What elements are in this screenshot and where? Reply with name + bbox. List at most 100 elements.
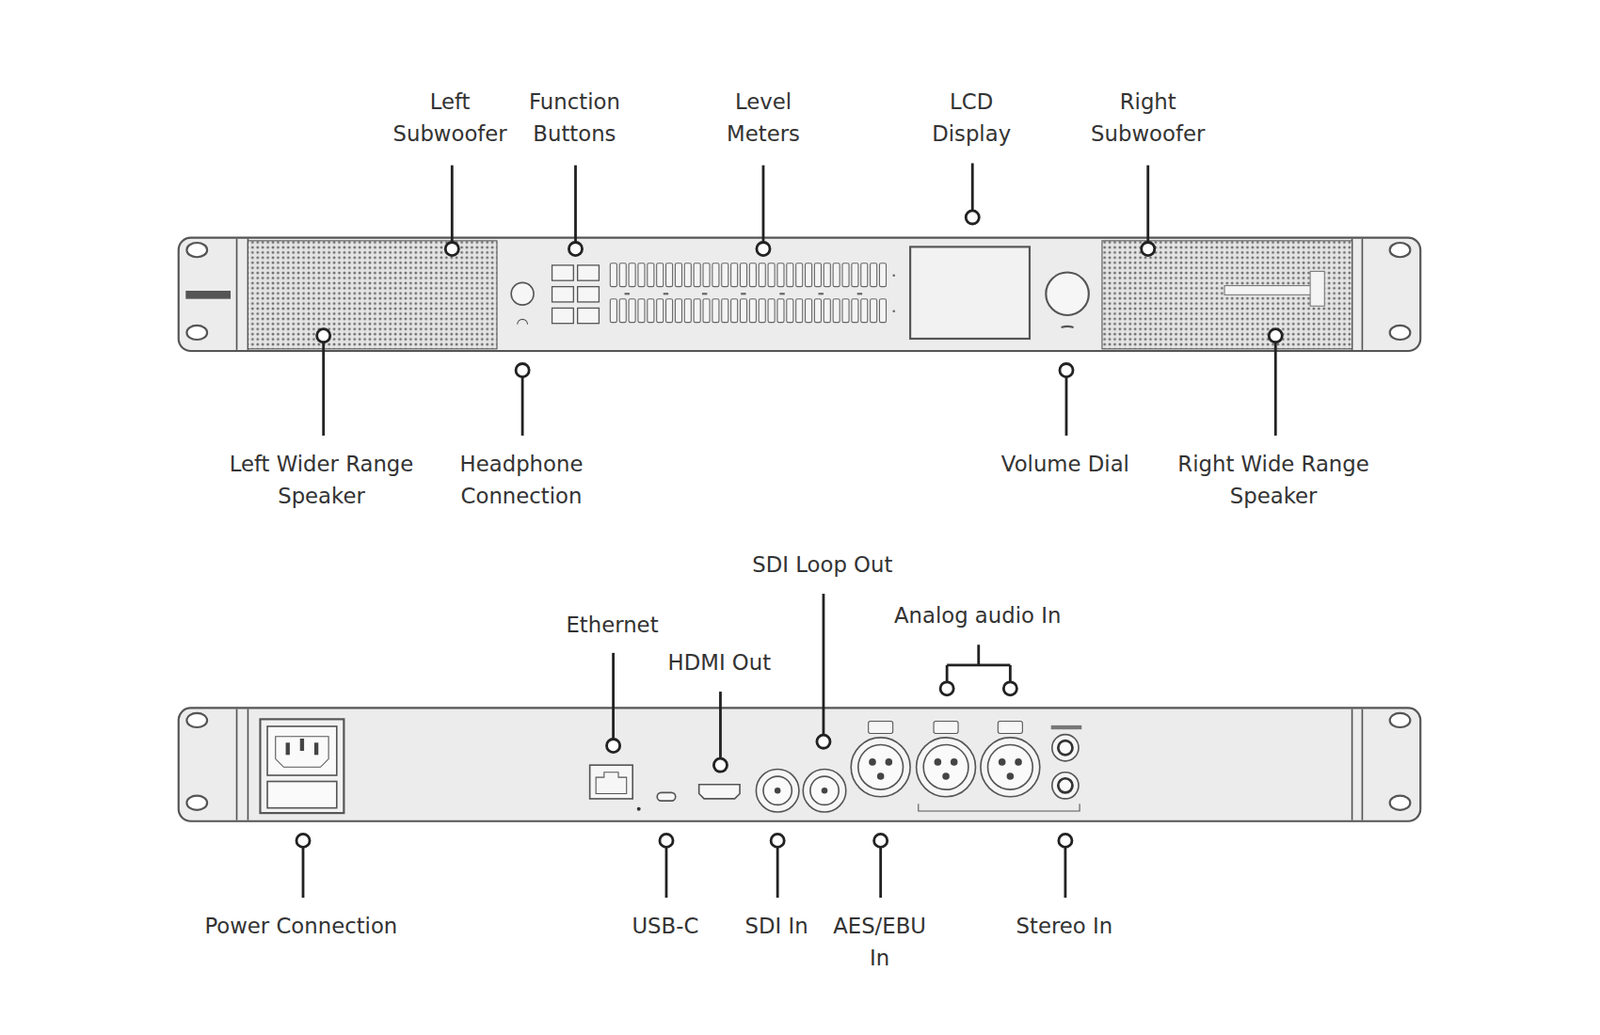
- meter-segment: [851, 263, 859, 288]
- leader-dot: [568, 241, 582, 256]
- meter-segment: [739, 299, 747, 323]
- part-label: Volume Dial: [1001, 448, 1130, 481]
- leader-line: [879, 840, 882, 898]
- leader-dot: [659, 833, 673, 848]
- rack-chassis: [178, 707, 1421, 821]
- leader-dot: [770, 833, 784, 848]
- meter-segment: [832, 263, 840, 288]
- meter-segment: [619, 263, 626, 288]
- meter-segment: [656, 299, 664, 323]
- meter-segment: [879, 263, 886, 288]
- leader-line: [574, 165, 577, 250]
- meter-segment: [703, 263, 710, 288]
- usb-c-port: [656, 792, 676, 801]
- part-label: Level Meters: [712, 86, 815, 150]
- part-label: Analog audio In: [894, 601, 1061, 634]
- lcd-screen: [910, 246, 1030, 339]
- leader-dot: [445, 241, 459, 256]
- leader-dot: [1268, 329, 1282, 343]
- meter-segment: [823, 263, 831, 288]
- leader-dot: [1059, 364, 1073, 378]
- meter-segment: [768, 299, 775, 323]
- meter-segment: [832, 299, 840, 323]
- grille: [1102, 240, 1353, 350]
- part-label: HDMI Out: [668, 647, 772, 680]
- meter-segment: [758, 263, 766, 288]
- power-inlet: [259, 719, 344, 814]
- meter-segment: [666, 299, 673, 323]
- meter-segment: [638, 263, 645, 288]
- leader-line: [976, 644, 980, 666]
- part-label: SDI Loop Out: [752, 549, 893, 582]
- meter-segment: [647, 299, 655, 323]
- part-label: Right Wide Range Speaker: [1168, 448, 1378, 512]
- leader-line: [762, 165, 766, 250]
- meter-segment: [861, 263, 868, 288]
- meter-segment: [712, 299, 720, 323]
- meter-segment: [870, 299, 878, 323]
- ethernet-port: [590, 765, 634, 800]
- leader-line: [719, 691, 722, 766]
- part-label: SDI In: [745, 911, 809, 944]
- leader-line: [1063, 840, 1067, 898]
- leader-line: [946, 663, 1010, 667]
- meter-segment: [805, 299, 813, 323]
- meter-segment: [703, 299, 710, 323]
- xlr-connector: [916, 721, 976, 798]
- leader-dot: [940, 682, 954, 696]
- meter-segment: [693, 263, 701, 288]
- leader-line: [611, 653, 615, 747]
- part-label: Power Connection: [204, 911, 398, 944]
- meter-segment: [693, 299, 701, 323]
- meter-segment: [749, 299, 756, 323]
- part-label: Headphone Connection: [447, 448, 595, 512]
- meter-segment: [619, 299, 626, 323]
- meter-segment: [721, 263, 729, 288]
- leader-dot: [816, 735, 831, 749]
- meter-segment: [786, 299, 794, 323]
- function-button: [552, 287, 575, 303]
- meter-segment: [674, 299, 682, 323]
- leader-dot: [1003, 682, 1017, 696]
- part-label: Stereo In: [1016, 911, 1114, 944]
- meter-segment: [731, 263, 738, 288]
- meter-segment: [666, 263, 673, 288]
- bnc-connector: [802, 768, 847, 813]
- part-label: USB-C: [631, 911, 699, 944]
- hdmi-port: [699, 784, 740, 800]
- meter-segment: [731, 299, 738, 323]
- meter-segment: [814, 299, 821, 323]
- bnc-connector: [755, 768, 800, 813]
- leader-line: [776, 840, 780, 898]
- leader-line: [1065, 370, 1069, 436]
- leader-line: [665, 840, 669, 898]
- meter-segment: [796, 263, 803, 288]
- leader-dot: [317, 329, 331, 343]
- meter-segment: [721, 299, 729, 323]
- function-button: [577, 287, 600, 303]
- meter-segment: [777, 299, 784, 323]
- function-button: [552, 307, 575, 323]
- meter-segment: [786, 263, 794, 288]
- meter-segment: [739, 263, 747, 288]
- meter-segment: [638, 299, 645, 323]
- meter-segment: [628, 299, 636, 323]
- meter-segment: [609, 299, 617, 323]
- meter-segment: [712, 263, 720, 288]
- leader-line: [302, 840, 305, 898]
- leader-dot: [756, 241, 770, 256]
- meter-segment: [777, 263, 784, 288]
- meter-segment: [805, 263, 813, 288]
- meter-segment: [851, 299, 859, 323]
- part-label: Ethernet: [565, 609, 658, 642]
- leader-line: [521, 370, 525, 436]
- leader-dot: [1058, 833, 1072, 848]
- grille: [247, 240, 497, 350]
- leader-line: [450, 165, 454, 250]
- headphone-jack: [511, 282, 534, 305]
- leader-dot: [965, 210, 979, 224]
- meter-segment: [842, 299, 849, 323]
- meter-segment: [796, 299, 803, 323]
- function-button: [577, 307, 600, 323]
